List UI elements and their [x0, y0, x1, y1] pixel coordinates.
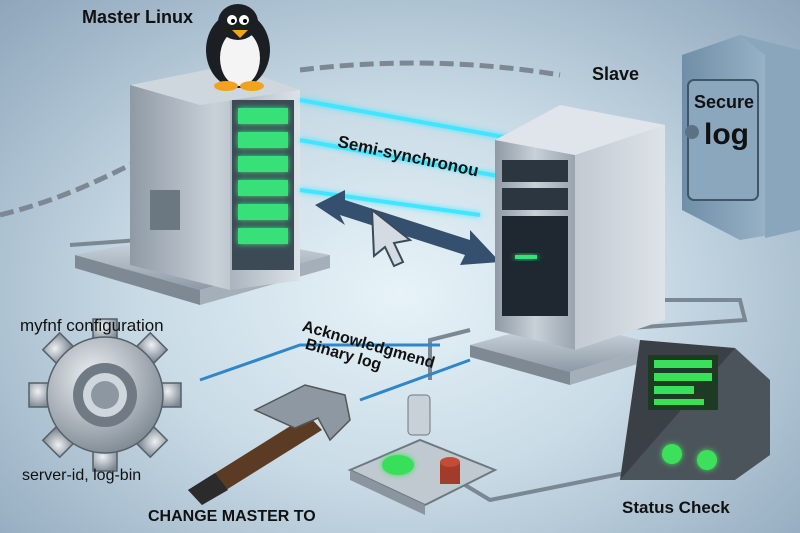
slave-label: Slave: [592, 64, 640, 84]
double-arrow: [315, 190, 500, 265]
slave-server: [470, 105, 665, 385]
penguin-icon: [206, 4, 270, 91]
link-line: [199, 343, 471, 402]
gear-icon: [28, 318, 182, 472]
button-panel-icon: [347, 394, 498, 515]
chain-icon: [0, 60, 561, 218]
status-check-label: Status Check: [622, 498, 730, 517]
semi-sync-arrows: [299, 98, 521, 217]
safe-label-line2: log: [704, 118, 749, 151]
config-params-label: server-id, log-bin: [22, 467, 142, 484]
status-monitor-icon: [620, 340, 770, 480]
master-server: [75, 65, 330, 305]
safe-label-line1: Secure: [694, 92, 755, 112]
change-master-label: CHANGE MASTER TO: [148, 508, 316, 525]
master-label: Master Linux: [82, 7, 194, 27]
hammer-icon: [188, 384, 351, 505]
config-label: myfnf configuration: [20, 316, 164, 335]
cursor-icon: [370, 207, 413, 268]
safe-icon: [682, 35, 800, 240]
